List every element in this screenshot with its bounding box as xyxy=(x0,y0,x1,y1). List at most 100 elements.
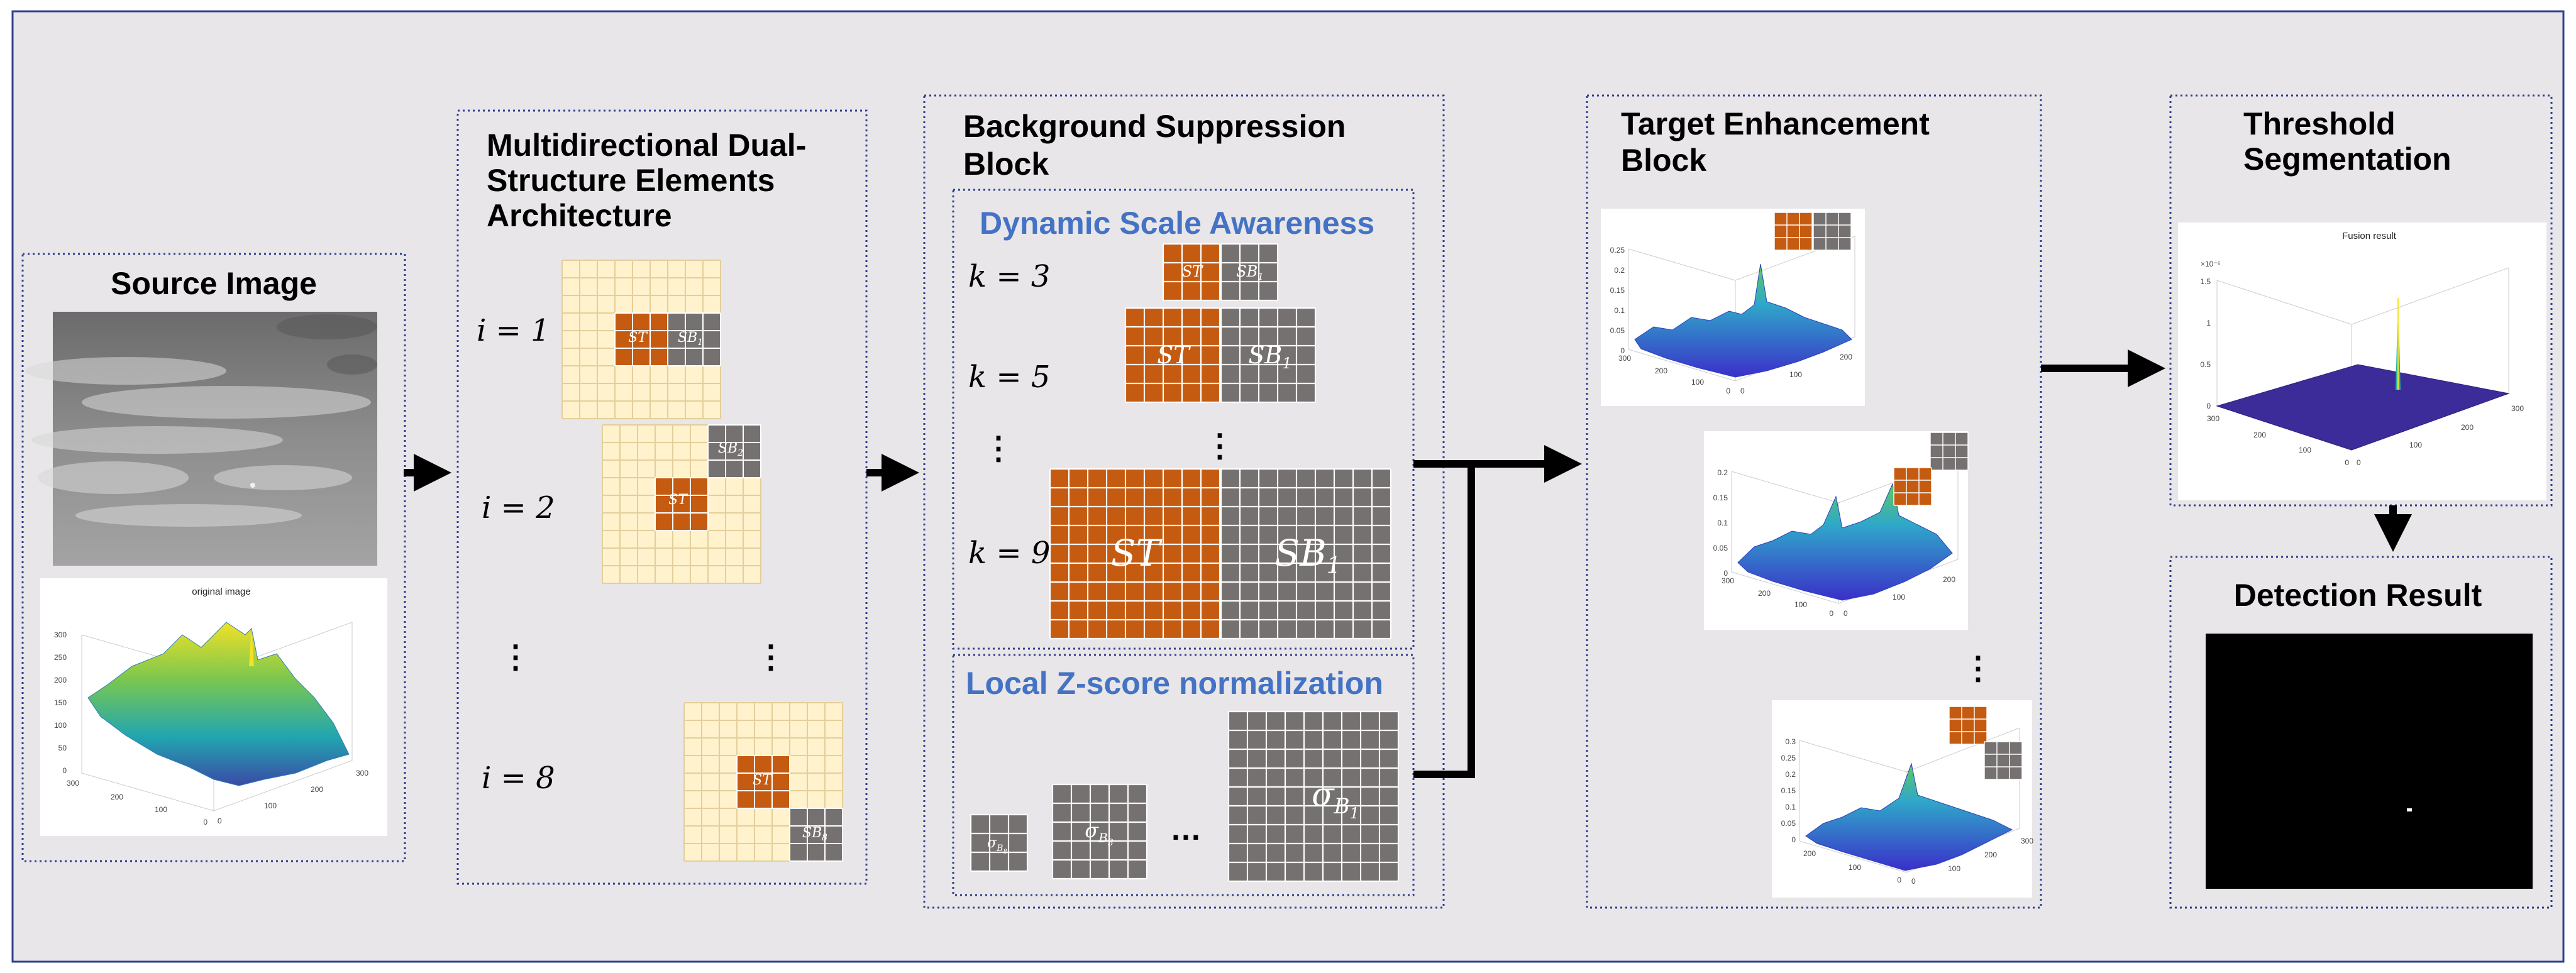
lzn-grid-sigma-1 xyxy=(1227,710,1400,882)
mdse-vertical-ellipsis-left: ⋮ xyxy=(500,639,531,674)
i-label-1: i = 1 xyxy=(477,313,550,348)
lzn-grids xyxy=(970,710,1400,882)
svg-text:300: 300 xyxy=(67,779,79,788)
source-y-tick-labels: 0 100 200 300 xyxy=(218,769,368,825)
svg-text:0: 0 xyxy=(1844,609,1848,618)
svg-text:150: 150 xyxy=(54,698,67,707)
fusion-y-tick-labels: 0 100 200 300 xyxy=(2357,404,2524,467)
svg-text:100: 100 xyxy=(264,801,277,810)
svg-text:100: 100 xyxy=(1691,378,1704,387)
dsa-sb-label-5: SB1 xyxy=(1248,341,1291,372)
svg-text:200: 200 xyxy=(111,793,123,801)
svg-text:200: 200 xyxy=(1803,849,1816,858)
svg-text:250: 250 xyxy=(54,653,67,662)
svg-text:100: 100 xyxy=(155,805,167,814)
k-label-5: k = 5 xyxy=(968,360,1050,395)
svg-text:0.1: 0.1 xyxy=(1785,803,1796,811)
svg-text:0: 0 xyxy=(1897,876,1901,884)
mdse-sb-label-1: SB1 xyxy=(678,330,703,348)
te-plot-1: 0.25 0.2 0.15 0.1 0.05 0 300 200 100 0 0… xyxy=(1601,209,1865,406)
te-mini-sb-2 xyxy=(1930,432,1969,471)
svg-text:300: 300 xyxy=(356,769,368,778)
svg-text:0.15: 0.15 xyxy=(1610,286,1625,295)
svg-text:0: 0 xyxy=(203,818,207,827)
bsb-title-line-1: Background Suppression xyxy=(963,109,1346,144)
fusion-plot: Fusion result ×10⁻⁶ 1.5 1 0.5 0 300 200 … xyxy=(2178,223,2546,500)
k-label-9: k = 9 xyxy=(968,536,1050,571)
dsa-st-label-5: ST xyxy=(1157,341,1191,369)
svg-text:0.25: 0.25 xyxy=(1781,754,1796,762)
detection-result-image xyxy=(2206,634,2533,889)
te1-x-tick-labels: 300 200 100 0 xyxy=(1618,354,1730,395)
te2-z-tick-labels: 0.2 0.15 0.1 0.05 0 xyxy=(1713,468,1728,578)
mdse-grid-sb-1 xyxy=(667,312,721,366)
te1-y-tick-labels: 0 100 200 xyxy=(1740,353,1852,395)
mdse-vertical-ellipsis-right: ⋮ xyxy=(755,639,787,674)
fusion-z-tick-labels: 1.5 1 0.5 0 xyxy=(2200,277,2211,410)
svg-text:200: 200 xyxy=(311,785,323,794)
dsa-subblock-border xyxy=(952,189,1415,650)
mdse-st-label-2: ST xyxy=(668,492,688,508)
mdse-grid-sb-2 xyxy=(707,424,761,478)
dsa-grid-st-3 xyxy=(1162,243,1221,302)
mdse-grid-st-8 xyxy=(736,755,790,809)
svg-text:300: 300 xyxy=(2207,414,2219,423)
svg-text:200: 200 xyxy=(1943,575,1955,584)
te2-y-tick-labels: 0 100 200 xyxy=(1844,575,1955,618)
svg-text:200: 200 xyxy=(2461,423,2474,432)
dsa-grids xyxy=(1049,243,1392,640)
svg-text:100: 100 xyxy=(1789,370,1802,379)
svg-text:0: 0 xyxy=(1829,609,1833,618)
svg-text:200: 200 xyxy=(1840,353,1852,361)
svg-text:0: 0 xyxy=(1740,387,1745,395)
te-mini-grids xyxy=(1774,212,2023,780)
dsa-sb-label-3: SB1 xyxy=(1236,263,1264,282)
svg-text:0: 0 xyxy=(62,766,67,775)
svg-text:0.3: 0.3 xyxy=(1785,737,1796,746)
svg-text:0.2: 0.2 xyxy=(1717,468,1728,477)
i-label-8: i = 8 xyxy=(482,761,555,796)
svg-text:300: 300 xyxy=(1618,354,1631,363)
svg-text:100: 100 xyxy=(1948,864,1960,873)
svg-text:100: 100 xyxy=(1849,863,1861,872)
dsa-grid-sb-9 xyxy=(1220,468,1392,640)
mdse-grid-st-2 xyxy=(655,477,709,531)
mdse-sb-label-8: SB8 xyxy=(802,825,827,843)
te-mini-st-3 xyxy=(1949,706,1987,745)
svg-text:100: 100 xyxy=(2299,446,2311,454)
bsb-block-border xyxy=(923,94,1445,909)
svg-text:100: 100 xyxy=(2409,441,2422,449)
dsa-grid-sb-5 xyxy=(1220,307,1317,404)
threshold-title-line-2: Segmentation xyxy=(2243,141,2452,177)
svg-text:0.25: 0.25 xyxy=(1610,246,1625,255)
mdse-st-label-1: ST xyxy=(628,330,648,346)
svg-text:0.05: 0.05 xyxy=(1610,326,1625,335)
svg-text:0.1: 0.1 xyxy=(1614,306,1625,315)
lzn-grid-sigma-3 xyxy=(1051,783,1148,880)
dsa-vertical-ellipsis-left: ⋮ xyxy=(983,431,1014,466)
svg-text:0.15: 0.15 xyxy=(1781,786,1796,795)
svg-text:0.15: 0.15 xyxy=(1713,493,1728,502)
threshold-block-border xyxy=(2169,94,2553,507)
fusion-exponent-label: ×10⁻⁶ xyxy=(2201,260,2221,268)
source-plot-title: original image xyxy=(192,586,250,597)
mdse-grid-sb-8 xyxy=(789,808,843,862)
dsa-st-label-3: ST xyxy=(1182,263,1203,280)
svg-text:200: 200 xyxy=(1758,589,1771,598)
detection-block-border xyxy=(2169,556,2553,909)
connector-lzn-to-teb xyxy=(1413,464,1475,778)
svg-text:0: 0 xyxy=(2206,402,2211,410)
source-block-border xyxy=(21,253,406,862)
detected-target-dot xyxy=(2407,808,2412,811)
svg-text:0.5: 0.5 xyxy=(2200,360,2211,369)
svg-text:0.05: 0.05 xyxy=(1781,819,1796,828)
fusion-x-tick-labels: 300 200 100 0 xyxy=(2207,414,2349,467)
svg-text:100: 100 xyxy=(1794,600,1807,609)
lzn-grid-sigma-8 xyxy=(970,813,1029,872)
te3-x-tick-labels: 200 100 0 xyxy=(1803,849,1901,884)
mdse-grid-st-1 xyxy=(614,312,668,366)
svg-text:0.2: 0.2 xyxy=(1785,770,1796,779)
dsa-title: Dynamic Scale Awareness xyxy=(980,206,1374,241)
svg-text:0.2: 0.2 xyxy=(1614,266,1625,275)
svg-text:0.05: 0.05 xyxy=(1713,544,1728,552)
